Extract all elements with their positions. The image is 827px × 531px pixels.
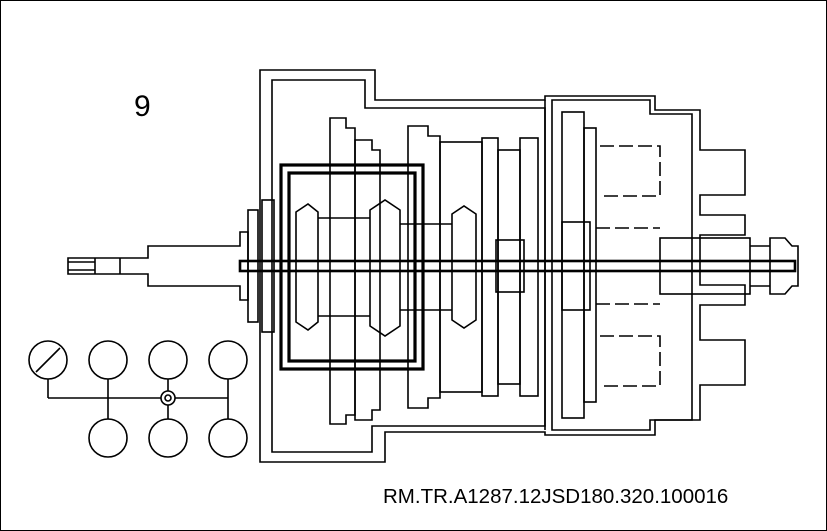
housing-outline (259, 69, 746, 463)
gear-position-circle (148, 340, 188, 380)
gear-position-circle (148, 418, 188, 458)
rear-gear-hub (561, 221, 591, 311)
output-coupling (659, 237, 751, 295)
main-shaft (238, 259, 797, 273)
gear-position-circle (208, 340, 248, 380)
figure-reference-code: RM.TR.A1287.12JSD180.320.100016 (383, 485, 729, 508)
spacer (495, 239, 525, 293)
figure-number: 9 (134, 90, 151, 123)
third-gear (407, 125, 441, 409)
rear-gear (583, 127, 597, 403)
neutral-ring-icon (160, 390, 176, 406)
synchro-sleeve-mid (369, 199, 401, 337)
slashed-circle-icon (28, 340, 68, 380)
gear-position-circle (88, 418, 128, 458)
output-shaft-end (769, 237, 799, 295)
highlighted-sync-box-inner (287, 171, 417, 363)
synchro-sleeve-right (451, 205, 477, 329)
gear-position-circle (88, 340, 128, 380)
front-bearing (247, 209, 259, 323)
rear-housing-section (551, 99, 693, 431)
gear-position-circle (208, 418, 248, 458)
front-bearing (261, 199, 275, 333)
gear-cluster (519, 137, 539, 397)
rear-shift-fork (596, 145, 661, 387)
synchro-sleeve-left (295, 203, 319, 331)
second-gear (354, 139, 381, 421)
highlighted-sync-box-outer (279, 163, 425, 371)
